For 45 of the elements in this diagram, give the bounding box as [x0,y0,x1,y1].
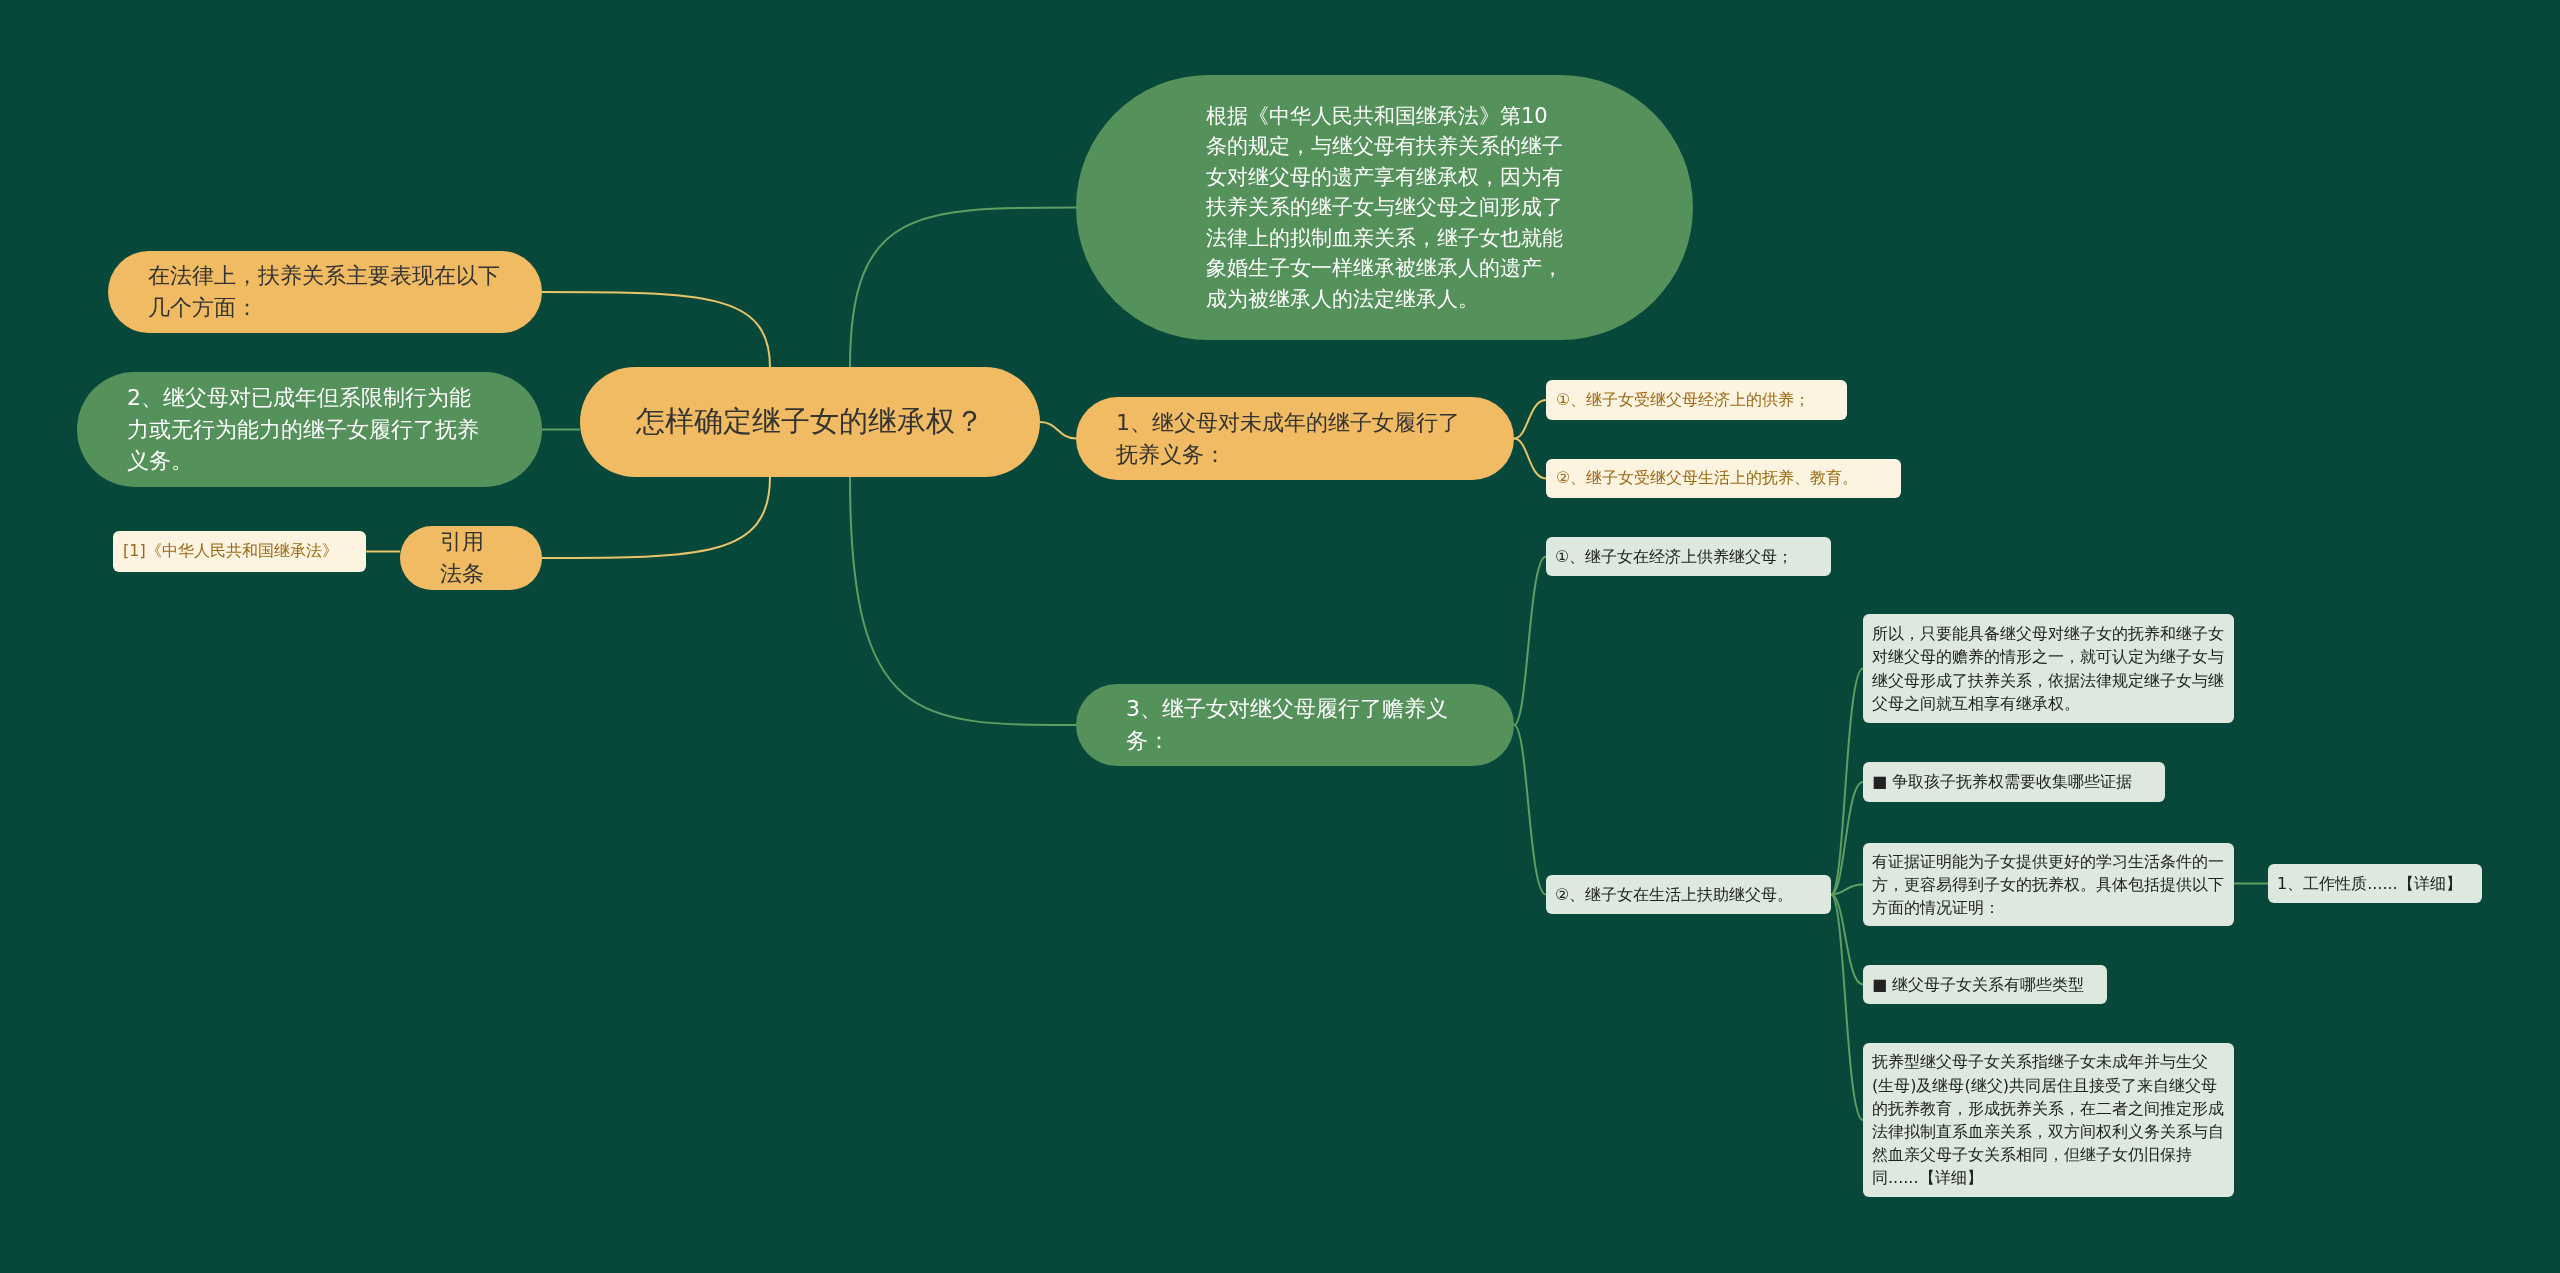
connector-line [1830,781,1864,896]
note-card [1546,459,1901,498]
note-card [1546,380,1847,420]
connector-line [1830,883,1864,896]
connector-line [1830,667,1864,896]
node-text: 根据《中华人民共和国继承法》第10条的规定，与继父母有扶养关系的继子女对继父母的遗产享有继承权，因为有扶养关系的继子女与继父母之间形成了法律上的拟制血亲关系，继子女也就能象婚生子女一样继承被继承人的遗产，成为被继承人的法定继承人。 [1206,102,1563,313]
node-text: ①、继子女受继父母经济上的供养； [1556,388,1812,411]
node-text: 所以，只要能具备继父母对继子女的抚养和继子女对继父母的赡养的情形之一，就可认定为继子女与继父母形成了扶养关系，依据法律规定继子女与继父母之间就互相享有继承权。 [1872,623,2225,715]
node-text: ①、继子女在经济上供养继父母； [1555,545,1795,568]
connector-line [541,291,771,368]
node-text: ②、继子女受继父母生活上的抚养、教育。 [1556,467,1860,490]
connector-line [849,206,1077,368]
connector-line [1039,421,1077,440]
connector-line [1830,893,1864,1121]
node-text: 2、继父母对已成年但系限制行为能力或无行为能力的继子女履行了抚养义务。 [127,383,480,476]
connector-line [541,428,581,431]
note-card [1546,537,1831,576]
connector-line [541,476,771,559]
node-text: ■ 争取孩子抚养权需要收集哪些证据 [1872,771,2134,794]
note-card [113,531,366,572]
note-card [2268,864,2482,903]
note-card [1863,965,2107,1004]
node-text: 1、继父母对未成年的继子女履行了抚养义务： [1116,408,1461,469]
node-text: 引用法条 [440,528,485,588]
connector-line [365,550,401,553]
node-text: 有证据证明能为子女提供更好的学习生活条件的一方，更容易得到子女的抚养权。具体包括提供以下方面的情况证明： [1872,850,2225,920]
node-text: ■ 继父母子女关系有哪些类型 [1872,973,2086,996]
connector-line [1513,437,1547,480]
node-text: 怎样确定继子女的继承权？ [635,403,985,441]
node-text: 在法律上，扶养关系主要表现在以下几个方面： [148,262,501,322]
node-text: 3、继子女对继父母履行了赡养义务： [1126,695,1449,755]
node-text: ②、继子女在生活上扶助继父母。 [1555,883,1795,906]
note-card [1863,843,2234,926]
connector-line [1830,893,1864,986]
connector-line [1513,399,1547,440]
node-text: 抚养型继父母子女关系指继子女未成年并与生父(生母)及继母(继父)共同居住且接受了来自继父母的抚养教育，形成抚养关系，在二者之间推定形成法律拟制直系血亲关系，双方间权利义务关系与自然血亲父母子女关系相同，但继子女仍旧保持同......【详细】 [1872,1051,2225,1190]
connector-line [1513,724,1547,896]
connector-line [2233,882,2269,885]
connector-line [1513,555,1547,726]
connector-line [849,476,1077,726]
note-card [1863,614,2234,723]
note-card [1546,875,1831,914]
node-text: 1、工作性质......【详细】 [2277,872,2463,895]
node-text: [1]《中华人民共和国继承法》 [123,540,339,563]
note-card [1863,762,2165,802]
